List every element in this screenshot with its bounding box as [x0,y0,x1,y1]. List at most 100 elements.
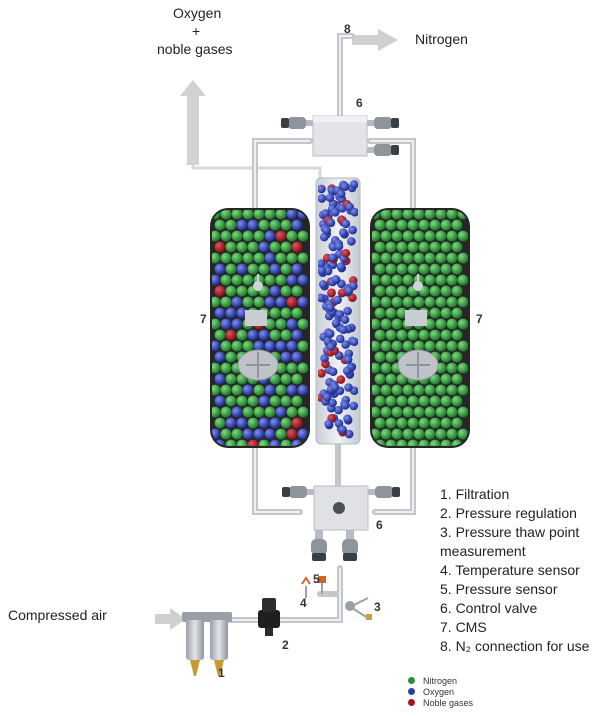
nitrogen-molecule [396,439,408,446]
oxygen-molecule [291,329,303,341]
callout-6-top: 6 [356,96,363,110]
oxygen-molecule [339,325,348,335]
component-item: 7. CMS [440,619,487,635]
nitrogen-molecule [247,417,259,429]
nitrogen-molecule [280,329,292,341]
legend: Nitrogen Oxygen Noble gases [408,675,473,708]
nitrogen-molecule [280,373,292,385]
nitrogen-molecule [440,373,452,385]
oxygen-molecule [212,340,221,352]
legend-label: Noble gases [423,697,474,708]
bottom-pipe-network [212,439,416,623]
nitrogen-molecule [212,252,221,264]
nitrogen-molecule [396,307,408,319]
nitrogen-molecule [374,263,386,275]
legend-label: Nitrogen [423,675,458,686]
nitrogen-molecule [402,406,414,418]
nitrogen-molecule [385,439,397,446]
nitrogen-molecule [225,439,237,446]
oxygen-molecule [345,202,354,212]
nitrogen-molecule [451,395,463,407]
nitrogen-molecule [242,296,254,308]
oxygen-molecule [297,296,308,308]
oxygen-molecule [264,252,276,264]
nitrogen-molecule [424,384,436,396]
nitrogen-label: Nitrogen [415,31,468,47]
oxygen-molecule [286,274,298,286]
oxygen-molecule [321,209,330,218]
oxygen-molecule [231,318,243,330]
nitrogen-molecule [391,252,403,264]
nitrogen-molecule [407,219,419,231]
nitrogen-molecule [385,373,397,385]
nitrogen-molecule [440,329,452,341]
top-control-valve-block [312,115,368,157]
filtration-unit-2 [206,612,232,676]
nitrogen-molecule [413,252,425,264]
oxygen-molecule [320,353,329,363]
oxygen-dot-icon [408,688,415,695]
nitrogen-molecule [264,274,276,286]
nitrogen-molecule [402,230,414,242]
nitrogen-molecule [253,296,265,308]
oxygen-molecule [275,406,287,418]
nitrogen-molecule [297,230,308,242]
nitrogen-molecule [435,384,447,396]
component-item: measurement [440,543,526,559]
oxygen-outlet-arrow [180,80,206,165]
nitrogen-molecule [242,230,254,242]
nitrogen-molecule [231,428,243,440]
oxygen-molecule [297,384,308,396]
nitrogen-molecule [413,428,425,440]
oxygen-molecule [214,373,226,385]
oxygen-molecule [347,237,356,246]
callout-7-right: 7 [476,312,483,326]
nitrogen-molecule [269,329,281,341]
nitrogen-molecule [451,307,463,319]
nitrogen-molecule [280,219,292,231]
oxygen-molecule [318,259,326,268]
component-item: 2. Pressure regulation [440,505,577,521]
nitrogen-molecule [385,285,397,297]
nitrogen-molecule [380,340,392,352]
nitrogen-molecule [242,252,254,264]
oxygen-molecule [220,318,232,330]
center-separation-column [315,177,361,445]
nitrogen-molecule [457,318,468,330]
nitrogen-molecule [391,296,403,308]
nitrogen-molecule [280,285,292,297]
oxygen-molecule [334,419,344,428]
nitrogen-molecule [418,329,430,341]
oxygen-molecule [258,417,270,429]
nitrogen-molecule [225,263,237,275]
nitrogen-molecule [280,307,292,319]
oxygen-molecule [258,395,270,407]
nitrogen-molecule [446,428,458,440]
nitrogen-molecule [212,384,221,396]
callout-2: 2 [282,638,289,652]
nitrogen-molecule [396,263,408,275]
nitrogen-molecule [220,296,232,308]
nitrogen-molecule [435,230,447,242]
nitrogen-molecule [374,219,386,231]
nitrogen-molecule [446,406,458,418]
nitrogen-molecule [451,263,463,275]
nitrogen-molecule [429,285,441,297]
nitrogen-molecule [242,274,254,286]
legend-item-oxygen: Oxygen [408,686,473,697]
callout-5: 5 [313,572,320,586]
nitrogen-molecule [413,296,425,308]
nitrogen-molecule [253,384,265,396]
nitrogen-molecule [247,241,259,253]
top-pipe-highlight [254,35,414,212]
pressure-sensor [318,576,326,594]
compressed-air-inlet-arrow [155,608,186,630]
oxygen-molecule [326,342,336,351]
component-item: 8. N₂ connection for use [440,638,590,654]
oxygen-molecule [269,417,281,429]
oxygen-molecule [322,226,332,235]
nitrogen-molecule [220,252,232,264]
compressed-air-label: Compressed air [8,607,107,623]
nitrogen-molecule [391,384,403,396]
noble-gas-molecule [327,288,336,297]
